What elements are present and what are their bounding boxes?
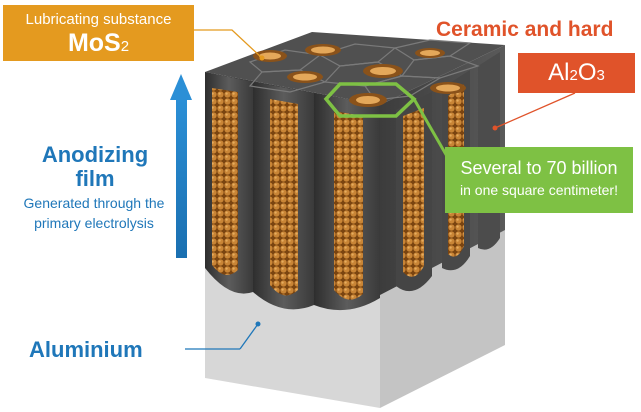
anodizing-film-subtitle: Generated through the primary electrolys… bbox=[0, 193, 188, 233]
lubricating-substance-box: Lubricating substance MoS2 bbox=[3, 5, 194, 61]
anodizing-subtitle-line1: Generated through the bbox=[23, 195, 165, 211]
aluminium-label: Aluminium bbox=[29, 337, 143, 362]
al2o3-formula-al: Al bbox=[548, 59, 570, 86]
lubricant-leader-line bbox=[194, 29, 263, 59]
film-front-face bbox=[205, 72, 380, 311]
pore-density-line1: Several to 70 billion bbox=[460, 158, 618, 178]
anodizing-arrow bbox=[170, 74, 192, 258]
lubricating-substance-label: Lubricating substance bbox=[25, 11, 172, 28]
al2o3-formula-o: O bbox=[577, 59, 597, 86]
anodizing-title-line2: film bbox=[75, 166, 115, 191]
pore-openings bbox=[253, 44, 466, 107]
anodizing-title-line1: Anodizing bbox=[41, 142, 149, 167]
aluminium-leader-dot bbox=[255, 321, 261, 327]
anodizing-film-title: Anodizing film bbox=[20, 143, 170, 191]
ceramic-leader-line bbox=[494, 92, 576, 129]
pore-density-line2: in one square centimeter! bbox=[460, 182, 618, 198]
lubricant-leader-dot bbox=[259, 55, 265, 61]
al2o3-sub-2: 2 bbox=[569, 67, 578, 84]
pore-density-box: Several to 70 billion in one square cent… bbox=[445, 147, 633, 213]
mos2-formula-subscript: 2 bbox=[120, 38, 130, 55]
mos2-formula-main: MoS bbox=[67, 29, 121, 57]
al2o3-sub-3: 3 bbox=[596, 67, 605, 84]
anodizing-subtitle-line2: primary electrolysis bbox=[34, 215, 154, 231]
al2o3-box: Al2O3 bbox=[518, 53, 635, 93]
density-leader-line bbox=[412, 98, 450, 159]
film-top-face bbox=[205, 32, 505, 107]
aluminium-leader-line-2 bbox=[239, 323, 259, 350]
ceramic-and-hard-label: Ceramic and hard bbox=[436, 18, 614, 41]
ceramic-leader-dot bbox=[492, 125, 498, 131]
mos2-formula: MoS2 bbox=[3, 29, 194, 61]
